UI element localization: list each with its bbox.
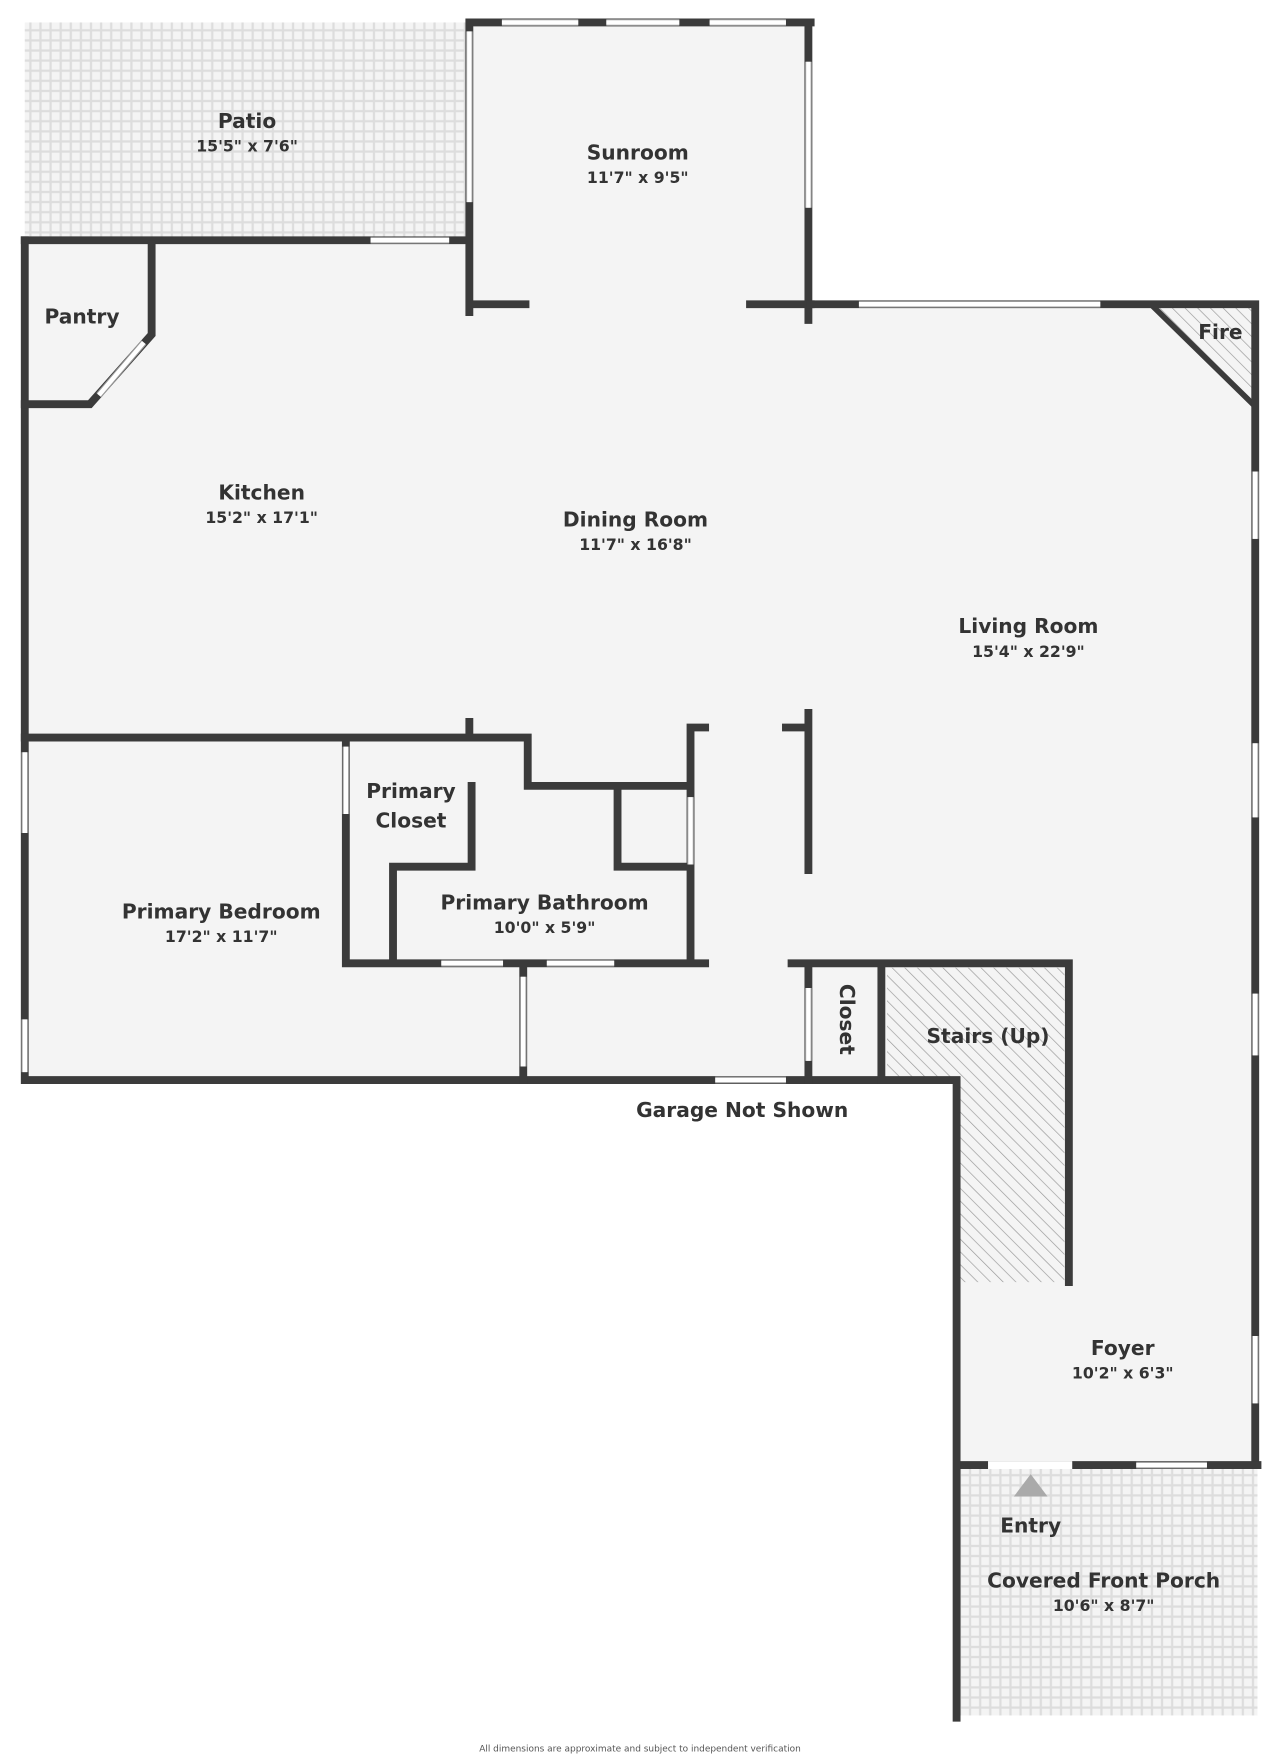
foyer-dims: 10'2" x 6'3" xyxy=(1072,1364,1174,1383)
garage-note: Garage Not Shown xyxy=(636,1098,848,1122)
stairs-label: Stairs (Up) xyxy=(927,1024,1050,1048)
kitchen-label: Kitchen xyxy=(218,481,305,505)
patio-floor xyxy=(24,22,470,241)
foyer-label: Foyer xyxy=(1091,1336,1155,1360)
primary-bathroom-dims: 10'0" x 5'9" xyxy=(494,918,596,937)
main-floor xyxy=(24,240,1256,1466)
closet-label: Closet xyxy=(835,984,859,1055)
entry-label: Entry xyxy=(1000,1513,1061,1537)
entry-arrow-icon xyxy=(1013,1474,1048,1497)
kitchen-dims: 15'2" x 17'1" xyxy=(205,508,318,527)
patio-dims: 15'5" x 7'6" xyxy=(196,137,298,156)
pantry-label: Pantry xyxy=(45,304,120,328)
dining-room-dims: 11'7" x 16'8" xyxy=(579,535,692,554)
porch-dims: 10'6" x 8'7" xyxy=(1053,1596,1155,1615)
stairs xyxy=(886,967,1065,1283)
primary-closet-label-1: Primary xyxy=(366,779,455,803)
sunroom-floor xyxy=(469,22,809,309)
fire-label: Fire xyxy=(1198,320,1242,344)
footer-disclaimer: All dimensions are approximate and subje… xyxy=(479,1744,801,1754)
porch-label: Covered Front Porch xyxy=(987,1568,1220,1592)
windows xyxy=(21,19,1259,1470)
primary-closet-label-2: Closet xyxy=(375,808,446,832)
porch-floor xyxy=(956,1465,1258,1716)
primary-bedroom-label: Primary Bedroom xyxy=(122,899,321,923)
patio-label: Patio xyxy=(218,109,276,133)
sunroom-label: Sunroom xyxy=(587,140,689,164)
dining-room-label: Dining Room xyxy=(563,508,708,532)
primary-bedroom-dims: 17'2" x 11'7" xyxy=(165,927,278,946)
living-room-label: Living Room xyxy=(958,614,1098,638)
sunroom-dims: 11'7" x 9'5" xyxy=(587,168,689,187)
living-room-dims: 15'4" x 22'9" xyxy=(972,642,1085,661)
primary-bathroom-label: Primary Bathroom xyxy=(440,890,648,914)
